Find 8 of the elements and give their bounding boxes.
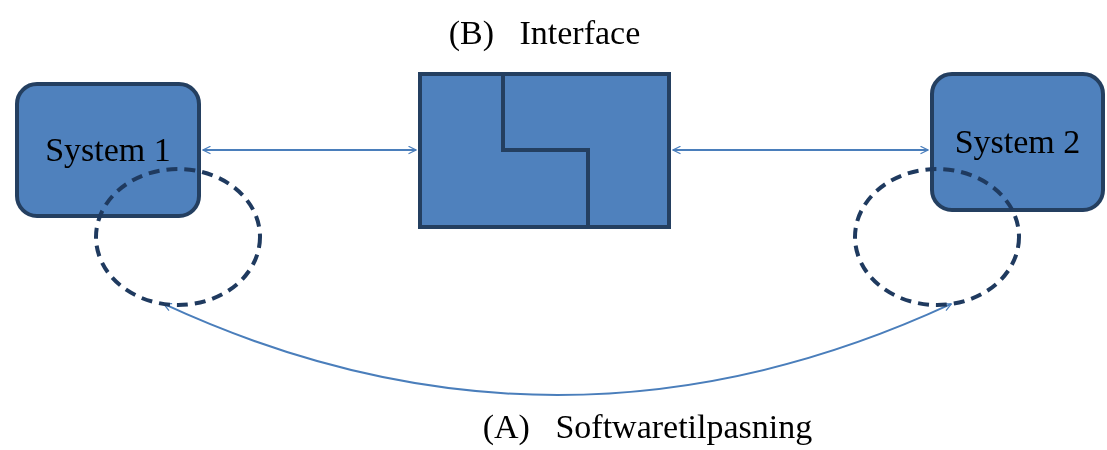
system-label: System 2 xyxy=(954,123,1081,161)
system-label: System 1 xyxy=(45,131,171,169)
system-box xyxy=(930,72,1105,212)
interface-heading: (B) Interface xyxy=(448,14,641,51)
double-arrow xyxy=(202,145,417,155)
system-box xyxy=(15,82,201,218)
double-arrow xyxy=(672,145,929,155)
double-arrow xyxy=(162,302,953,396)
